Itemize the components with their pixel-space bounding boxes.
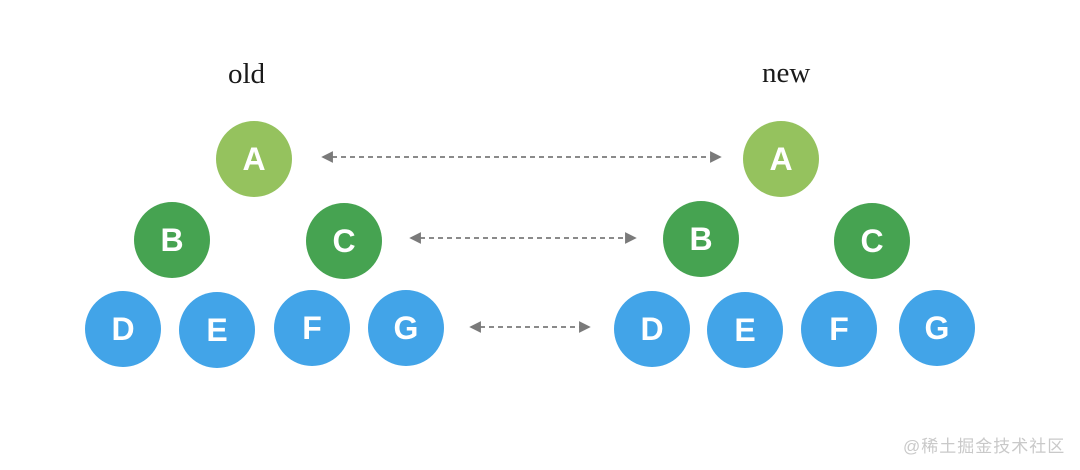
node-old-g: G xyxy=(368,290,444,366)
node-new-g: G xyxy=(899,290,975,366)
node-new-g-label: G xyxy=(924,310,950,346)
node-old-d-label: D xyxy=(111,311,135,347)
watermark: @稀土掘金技术社区 xyxy=(903,437,1066,456)
node-new-e-label: E xyxy=(734,312,756,348)
node-new-f-label: F xyxy=(829,311,849,347)
node-new-e: E xyxy=(707,292,783,368)
node-old-f-label: F xyxy=(302,310,322,346)
node-old-c: C xyxy=(306,203,382,279)
node-new-c-label: C xyxy=(860,223,884,259)
node-new-b: B xyxy=(663,201,739,277)
node-new-c: C xyxy=(834,203,910,279)
tree-title-old: old xyxy=(228,58,266,90)
node-new-d: D xyxy=(614,291,690,367)
node-new-f: F xyxy=(801,291,877,367)
node-new-d-label: D xyxy=(640,311,664,347)
node-old-e-label: E xyxy=(206,312,228,348)
node-old-b-label: B xyxy=(160,222,184,258)
node-new-b-label: B xyxy=(689,221,713,257)
node-old-a-label: A xyxy=(242,141,266,177)
node-old-b: B xyxy=(134,202,210,278)
node-old-a: A xyxy=(216,121,292,197)
node-old-g-label: G xyxy=(393,310,419,346)
tree-title-new: new xyxy=(762,57,811,89)
node-old-c-label: C xyxy=(332,223,356,259)
node-old-e: E xyxy=(179,292,255,368)
node-old-d: D xyxy=(85,291,161,367)
node-new-a: A xyxy=(743,121,819,197)
node-old-f: F xyxy=(274,290,350,366)
node-new-a-label: A xyxy=(769,141,793,177)
